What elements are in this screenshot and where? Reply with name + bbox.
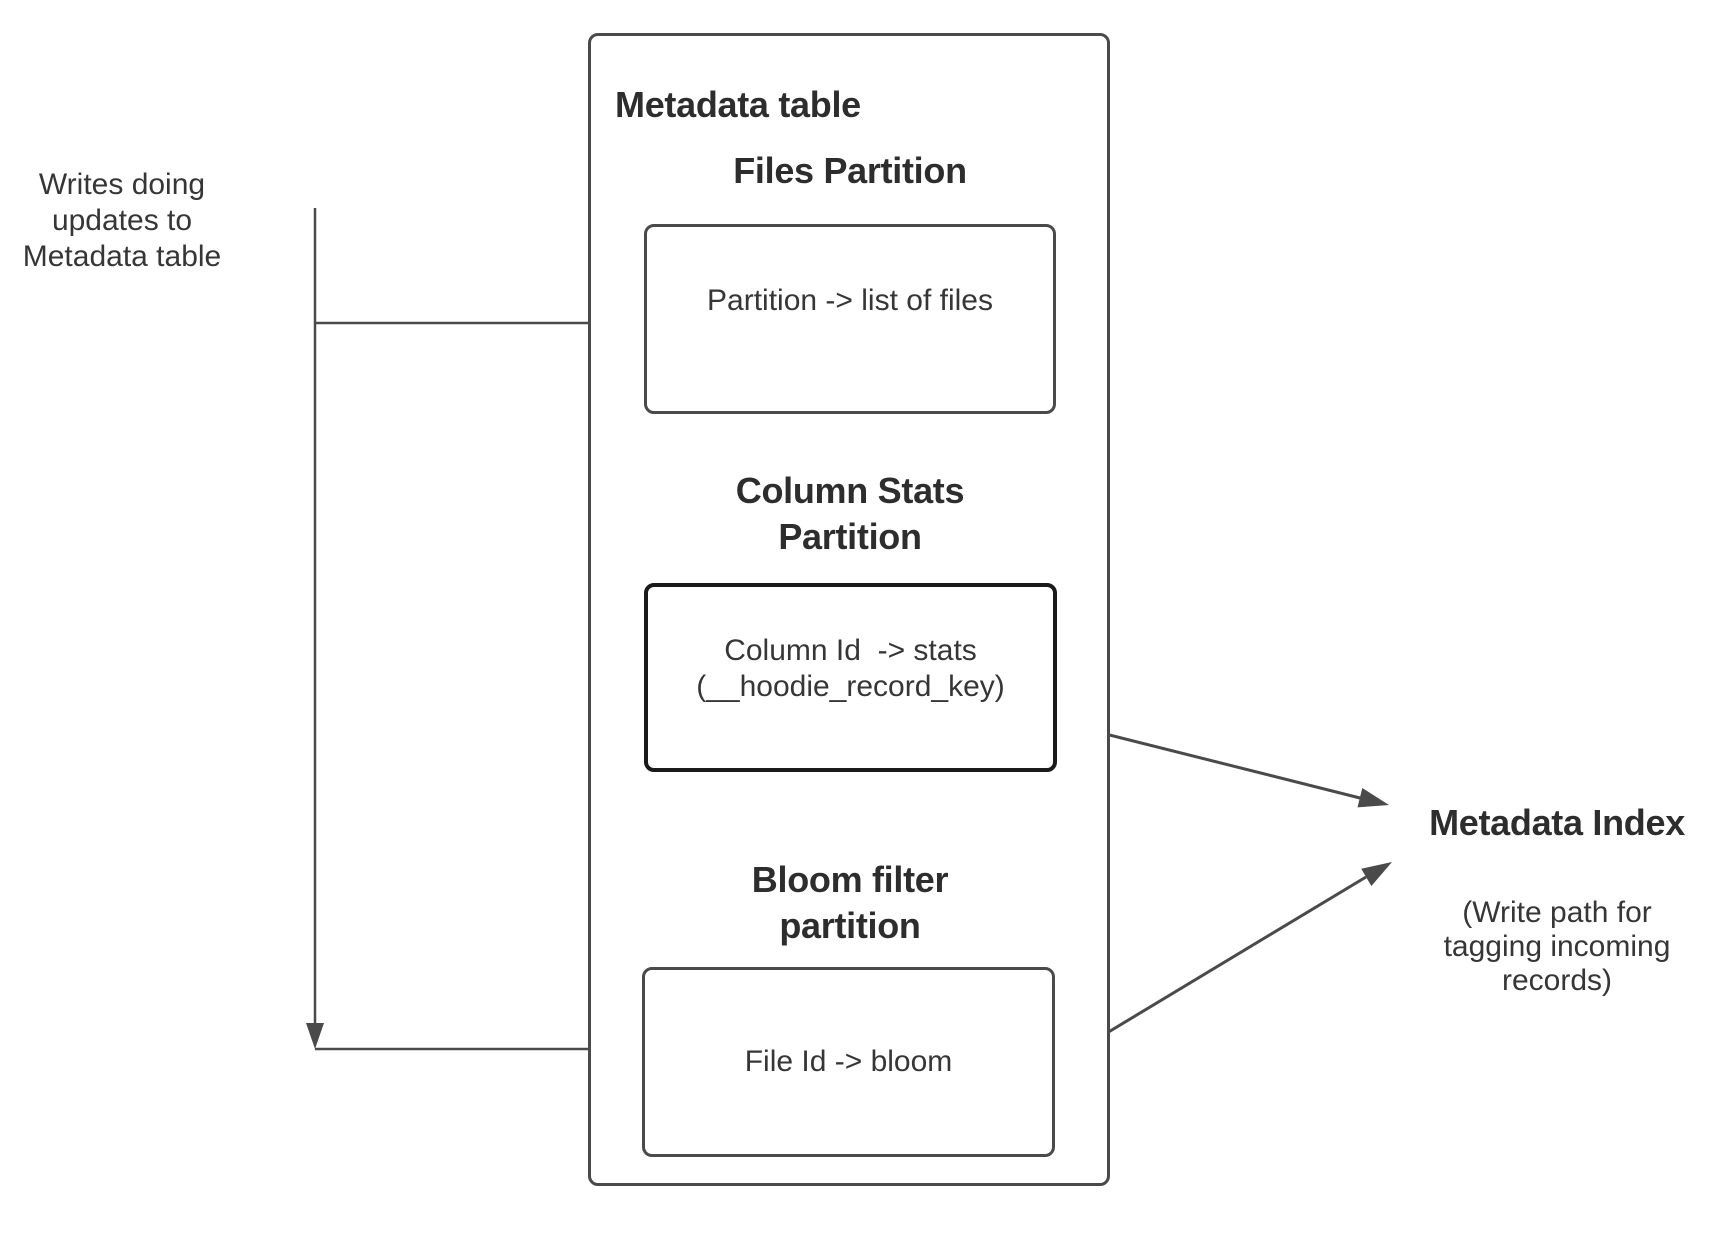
files-partition-box-text: Partition -> list of files	[707, 284, 993, 317]
column-stats-heading-line: Column Stats	[735, 470, 965, 511]
metadata-table-title: Metadata table	[615, 84, 861, 125]
metadata-index-subtitle: (Write path for tagging incoming records…	[1397, 896, 1717, 998]
column-stats-box-text: Column Id -> stats	[724, 633, 977, 667]
column-stats-partition-heading: Column Stats Partition	[644, 468, 1056, 560]
bloom-filter-partition-heading: Bloom filter partition	[644, 857, 1056, 949]
writes-updates-label: Writes doing updates to Metadata table	[12, 167, 232, 275]
files-partition-box: Partition -> list of files	[644, 224, 1056, 414]
metadata-index-subtitle-line: tagging incoming	[1443, 930, 1671, 963]
bloom-filter-box-text: File Id -> bloom	[744, 1045, 953, 1078]
writes-updates-label-line: Metadata table	[22, 240, 222, 273]
metadata-index-subtitle-line: records)	[1501, 964, 1613, 997]
files-partition-heading: Files Partition	[644, 148, 1056, 194]
metadata-table-container: Metadata table Files Partition Partition…	[588, 33, 1110, 1186]
column-stats-to-index-arrowhead-icon	[1357, 788, 1389, 808]
bloom-to-index-arrowhead-icon	[1361, 862, 1392, 886]
files-partition-heading-line: Files Partition	[733, 150, 967, 191]
column-stats-partition-box: Column Id -> stats (__hoodie_record_key)	[644, 583, 1057, 772]
writes-updates-label-line: Writes doing	[38, 168, 206, 201]
column-stats-box-text: (__hoodie_record_key)	[696, 669, 1005, 703]
writes-down-arrowhead-icon	[306, 1023, 324, 1049]
metadata-index-subtitle-line: (Write path for	[1462, 896, 1652, 929]
column-stats-heading-line: Partition	[778, 516, 922, 557]
writes-updates-label-line: updates to	[51, 204, 193, 237]
metadata-index-block: Metadata Index (Write path for tagging i…	[1397, 800, 1717, 998]
bloom-filter-heading-line: Bloom filter	[751, 859, 949, 900]
metadata-index-title: Metadata Index	[1429, 802, 1685, 843]
bloom-filter-heading-line: partition	[779, 905, 921, 946]
bloom-filter-partition-box: File Id -> bloom	[642, 967, 1055, 1157]
